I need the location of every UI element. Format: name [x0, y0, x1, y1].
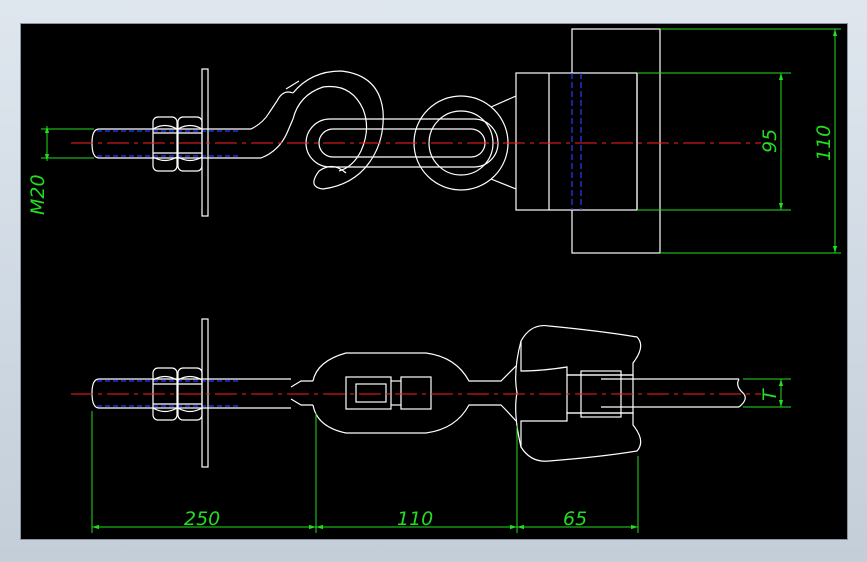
clamp-block-top	[515, 28, 661, 254]
cad-drawing-viewport[interactable]: M20 95 110	[20, 23, 848, 540]
dim-thread-label: M20	[27, 174, 49, 215]
hex-nuts-top	[152, 116, 203, 172]
bottom-view	[71, 318, 761, 468]
dim-outer-height-label: 110	[813, 125, 835, 161]
washer-plate-bottom	[201, 318, 209, 468]
dim-inner-height-label: 95	[759, 129, 781, 153]
threaded-rod-top	[91, 91, 294, 159]
top-view	[71, 28, 761, 254]
threaded-rod-bottom	[91, 378, 313, 409]
clamp-bottom	[515, 324, 746, 462]
dim-length-clamp-label: 65	[563, 508, 587, 530]
bottom-dimensions	[91, 378, 791, 533]
top-dimensions	[41, 28, 841, 254]
dim-thickness-label: T	[759, 388, 781, 401]
eye-ring-top	[413, 95, 517, 191]
dim-length-rod-label: 250	[184, 508, 220, 530]
cad-drawing: M20 95 110	[27, 28, 841, 533]
shackle-bottom	[312, 352, 517, 434]
dim-length-link-label: 110	[397, 508, 433, 530]
hook-top	[285, 70, 384, 190]
